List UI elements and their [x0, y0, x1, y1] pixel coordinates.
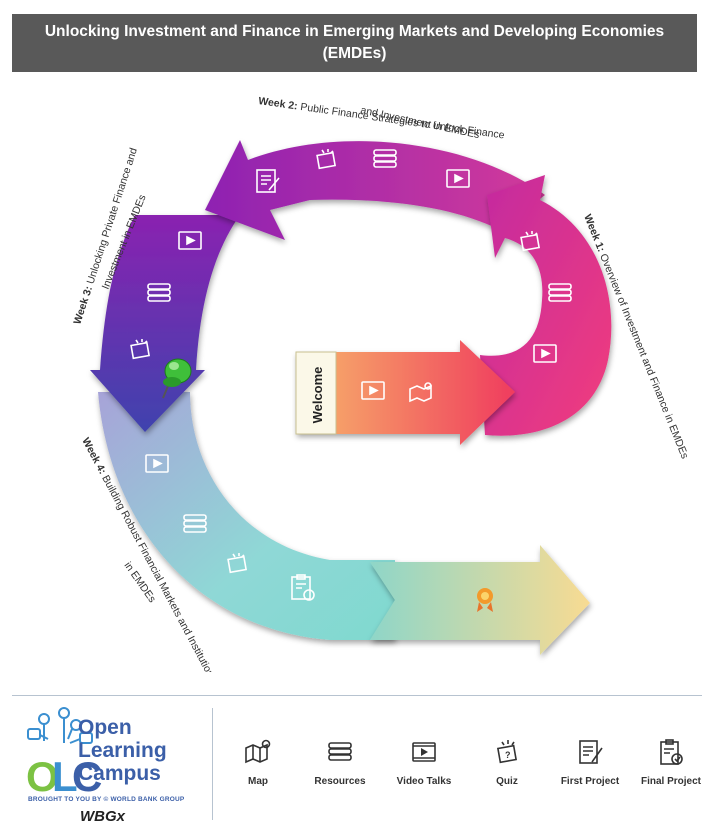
- page-title: Unlocking Investment and Finance in Emer…: [12, 14, 697, 72]
- legend-label-final-project: Final Project: [640, 776, 701, 787]
- week3-band: [90, 215, 240, 432]
- legend-label-resources: Resources: [314, 776, 366, 787]
- title-line-2: (EMDEs): [322, 45, 387, 62]
- legend-first-project: First Project: [550, 738, 630, 787]
- video-icon[interactable]: [361, 381, 385, 400]
- books-icon[interactable]: [147, 283, 171, 302]
- quiz-icon[interactable]: [227, 553, 248, 574]
- logo-tagline: BROUGHT TO YOU BY © WORLD BANK GROUP: [28, 796, 185, 803]
- olc-wordmark: Open Learning Campus: [78, 716, 167, 785]
- svg-text:?: ?: [505, 750, 511, 760]
- video-icon[interactable]: [533, 344, 557, 363]
- week2-band: [205, 140, 545, 240]
- title-line-1: Unlocking Investment and Finance in Emer…: [44, 23, 665, 40]
- welcome-tab: [295, 351, 337, 435]
- video-icon[interactable]: [446, 169, 470, 188]
- footer-divider: [12, 695, 702, 696]
- footer-separator: [212, 708, 213, 820]
- books-icon[interactable]: [548, 283, 572, 302]
- legend-label-map: Map: [248, 776, 268, 787]
- welcome-arrow: [296, 340, 515, 445]
- books-icon[interactable]: [183, 514, 207, 533]
- legend-resources: Resources: [300, 738, 380, 787]
- week4-band: [98, 392, 395, 640]
- final-project-icon: [660, 739, 683, 765]
- olc-logo: O L C: [26, 707, 102, 800]
- legend-label-video-talks: Video Talks: [396, 776, 452, 787]
- course-path-diagram: Welcome: [71, 95, 690, 672]
- logo-line-open: Open: [78, 716, 132, 739]
- logo-wbgx: WBGx: [80, 808, 125, 825]
- logo-line-campus: Campus: [78, 762, 161, 785]
- welcome-label: Welcome: [310, 367, 325, 424]
- legend-video-talks: Video Talks: [384, 738, 464, 787]
- books-icon: [328, 742, 352, 761]
- legend-label-first-project: First Project: [560, 776, 620, 787]
- legend-label-quiz: Quiz: [496, 776, 518, 787]
- quiz-icon: ?: [496, 740, 518, 764]
- first-project-icon[interactable]: [256, 169, 280, 193]
- video-icon[interactable]: [145, 454, 169, 473]
- legend-final-project: Final Project: [631, 738, 711, 787]
- video-icon: [412, 742, 436, 762]
- books-icon[interactable]: [373, 149, 397, 168]
- quiz-icon[interactable]: [520, 231, 541, 252]
- award-icon[interactable]: [477, 588, 493, 612]
- map-icon: [245, 739, 271, 764]
- legend-map: Map: [218, 738, 298, 787]
- quiz-icon[interactable]: [130, 339, 151, 360]
- first-project-icon: [579, 740, 603, 764]
- logo-line-learning: Learning: [78, 739, 167, 762]
- video-icon[interactable]: [178, 231, 202, 250]
- map-icon[interactable]: [409, 382, 432, 403]
- week1-band: [480, 175, 612, 436]
- svg-text:C: C: [72, 753, 102, 800]
- svg-text:L: L: [52, 753, 78, 800]
- svg-text:O: O: [26, 753, 59, 800]
- final-project-icon[interactable]: [291, 574, 315, 601]
- current-position-pin-icon: [162, 358, 192, 399]
- legend-quiz: ? Quiz: [467, 738, 547, 787]
- quiz-icon[interactable]: [316, 149, 337, 170]
